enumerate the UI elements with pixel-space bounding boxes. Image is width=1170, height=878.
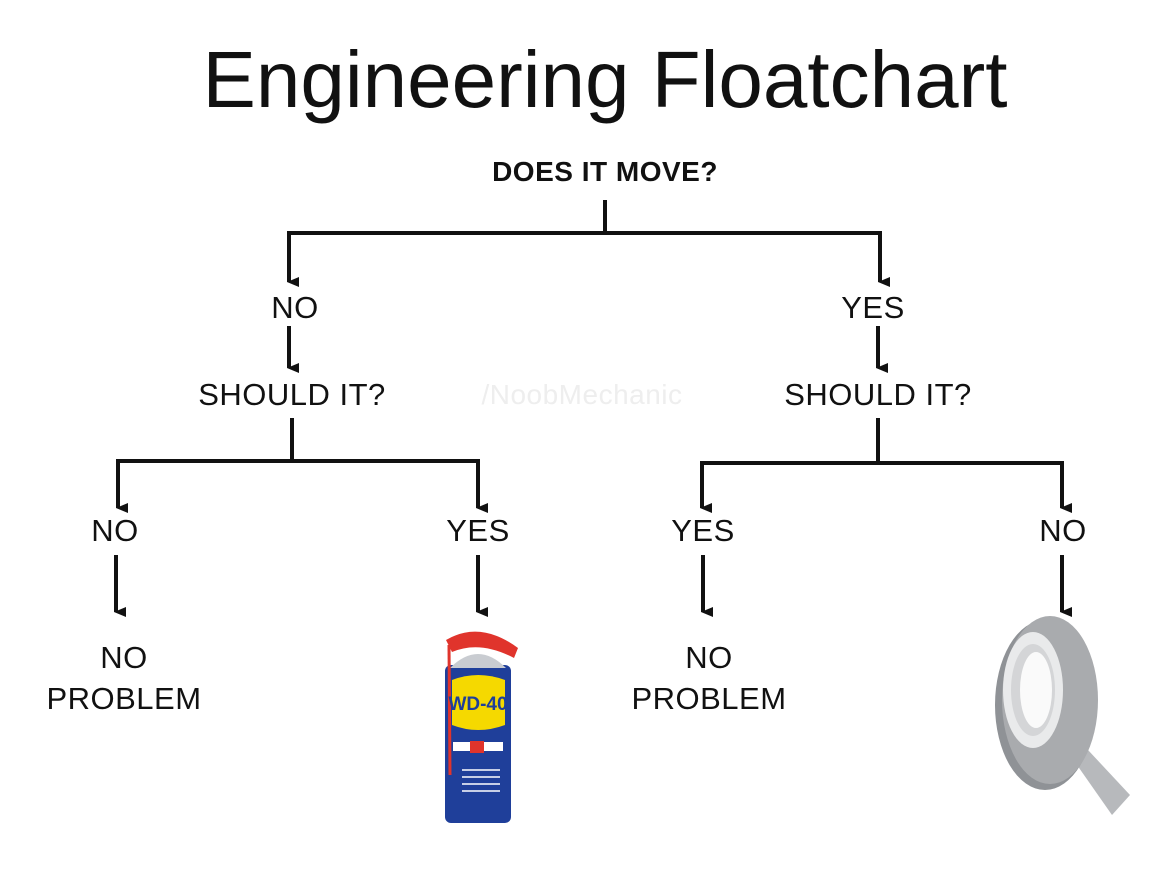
wd-40-label: WD-40 bbox=[448, 694, 507, 715]
rl-result: NO PROBLEM bbox=[631, 637, 786, 719]
wd-40-can-image: WD-40 bbox=[445, 631, 518, 823]
ll-result-line1: NO bbox=[100, 640, 148, 675]
left-question: SHOULD IT? bbox=[198, 377, 386, 412]
watermark: /NoobMechanic bbox=[481, 379, 683, 410]
right-answer: YES bbox=[841, 290, 905, 325]
right-question: SHOULD IT? bbox=[784, 377, 972, 412]
ll-result-line2: PROBLEM bbox=[46, 681, 202, 716]
ll-answer: NO bbox=[91, 513, 139, 548]
lr-answer: YES bbox=[446, 513, 510, 548]
page-title: Engineering Floatchart bbox=[202, 35, 1008, 124]
rl-answer: YES bbox=[671, 513, 735, 548]
rl-result-line1: NO bbox=[685, 640, 733, 675]
root-question: DOES IT MOVE? bbox=[492, 156, 718, 187]
rr-answer: NO bbox=[1039, 513, 1087, 548]
rl-result-line2: PROBLEM bbox=[631, 681, 787, 716]
ll-result: NO PROBLEM bbox=[46, 637, 201, 719]
duct-tape-image bbox=[995, 616, 1130, 815]
left-answer: NO bbox=[271, 290, 319, 325]
